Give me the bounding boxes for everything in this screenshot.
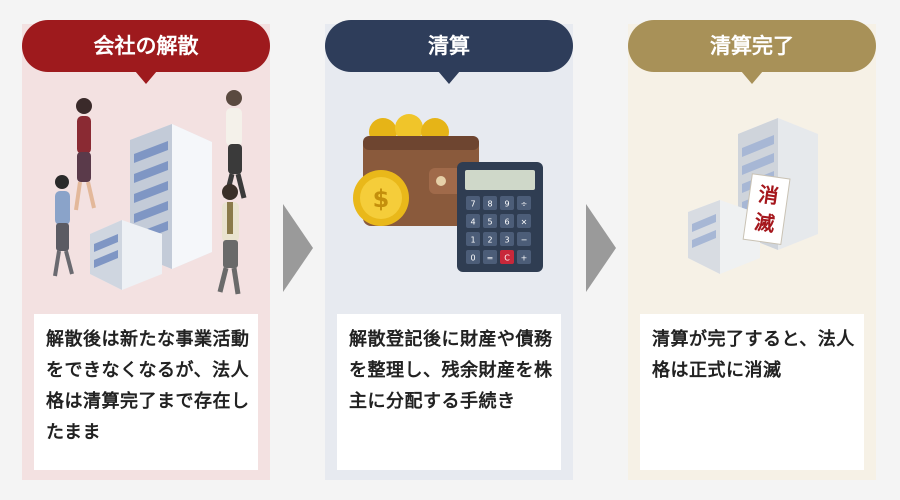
- calculator-key: [517, 250, 531, 264]
- calculator-key-label: 0: [470, 254, 475, 263]
- calculator-key-label: C: [504, 254, 510, 263]
- step-dissolution-panel: 会社の解散: [22, 20, 270, 480]
- step-liquidation-panel: 清算 $ 7 8 9 ÷ 4 5 6 × 1 2 3 − 0 = C + 解散登記後に財産や債務を整理し、残余…: [325, 20, 573, 480]
- dissolution-illustration: [53, 90, 247, 295]
- calculator-key-label: +: [521, 254, 528, 263]
- calculator-key: [466, 196, 480, 210]
- calculator-icon: 7 8 9 ÷ 4 5 6 × 1 2 3 − 0 = C +: [457, 162, 543, 272]
- calculator-key-label: 8: [487, 200, 492, 209]
- arrow-right-icon: [586, 204, 616, 292]
- calculator-key: [483, 232, 497, 246]
- step-dissolution-description: 解散後は新たな事業活動をできなくなるが、法人格は清算完了まで存在したまま: [34, 314, 258, 470]
- person-walking-icon: [74, 98, 96, 211]
- calculator-key-label: 2: [487, 236, 492, 245]
- calculator-key: [500, 196, 514, 210]
- calculator-key: [517, 196, 531, 210]
- liquidation-complete-illustration: 消 滅: [688, 118, 818, 274]
- calculator-key-label: =: [487, 254, 494, 263]
- step-dissolution-title: 会社の解散: [22, 20, 270, 84]
- stamp-char-2: 滅: [753, 210, 776, 237]
- calculator-key: [517, 232, 531, 246]
- calculator-key: [483, 250, 497, 264]
- stamp-char-1: 消: [757, 182, 780, 209]
- dollar-coin-icon: $: [353, 170, 409, 226]
- calculator-key-label: 1: [470, 236, 475, 245]
- calculator-key-label: 5: [487, 218, 492, 227]
- person-walking-icon: [223, 90, 247, 199]
- small-building-icon: [90, 220, 162, 290]
- step-liquidation-complete-description: 清算が完了すると、法人格は正式に消滅: [640, 314, 864, 470]
- calculator-key: [500, 214, 514, 228]
- cancelled-stamp: 消 滅: [742, 173, 791, 245]
- calculator-key: [500, 250, 514, 264]
- calculator-key: [466, 250, 480, 264]
- calculator-key: [483, 214, 497, 228]
- svg-text:$: $: [373, 185, 390, 213]
- liquidation-illustration: $ 7 8 9 ÷ 4 5 6 × 1 2 3 − 0 = C +: [353, 114, 543, 272]
- calculator-key: [466, 214, 480, 228]
- calculator-key-label: 4: [470, 218, 475, 227]
- person-walking-icon: [217, 184, 241, 295]
- calculator-key-label: 7: [470, 200, 475, 209]
- calculator-key-label: ×: [521, 218, 528, 227]
- person-walking-icon: [53, 175, 74, 277]
- calculator-key-label: 3: [504, 236, 509, 245]
- calculator-key: [483, 196, 497, 210]
- calculator-key: [500, 232, 514, 246]
- calculator-key-label: 6: [504, 218, 509, 227]
- calculator-key-label: −: [521, 236, 528, 245]
- calculator-key-label: 9: [504, 200, 509, 209]
- calculator-key: [517, 214, 531, 228]
- step-liquidation-description: 解散登記後に財産や債務を整理し、残余財産を株主に分配する手続き: [337, 314, 561, 470]
- step-liquidation-title: 清算: [325, 20, 573, 84]
- calculator-key-label: ÷: [521, 200, 528, 209]
- step-liquidation-complete-title: 清算完了: [628, 20, 876, 84]
- arrow-right-icon: [283, 204, 313, 292]
- calculator-key: [466, 232, 480, 246]
- step-liquidation-complete-panel: 清算完了 消 滅 清算が完了すると、法人格は正式に消滅: [628, 20, 876, 480]
